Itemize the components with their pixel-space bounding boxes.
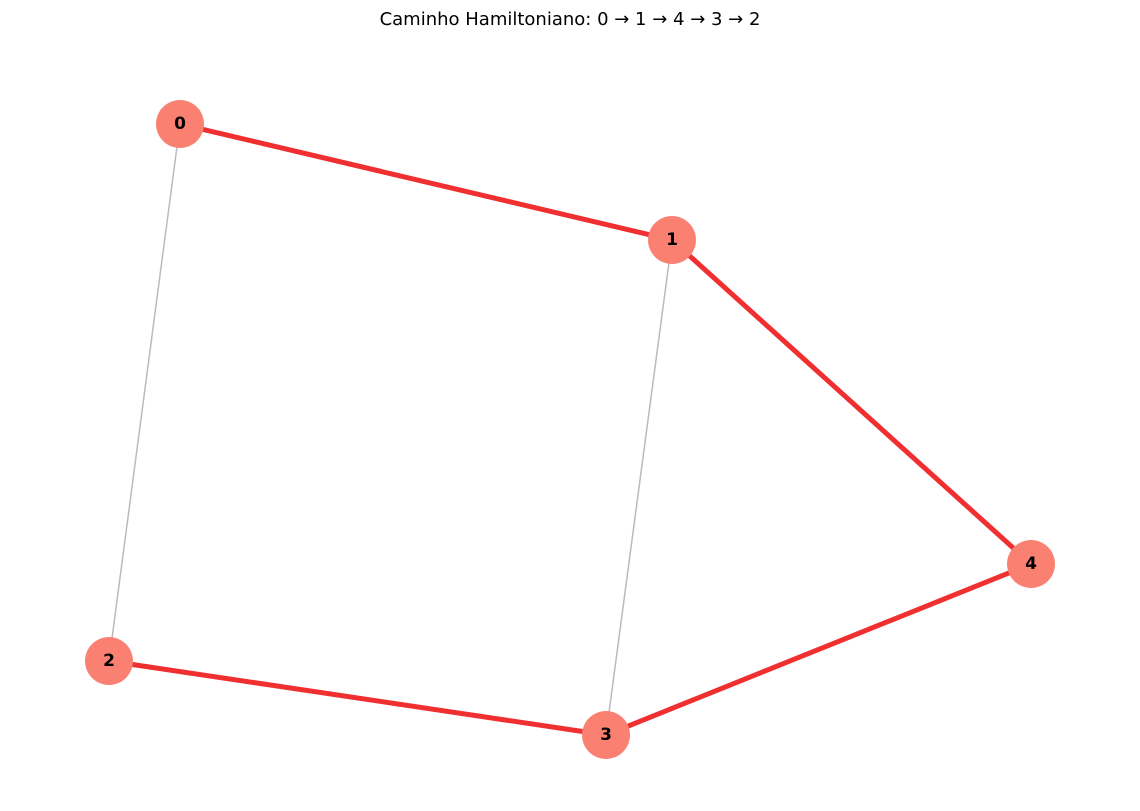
- node-label-0: 0: [174, 114, 186, 134]
- path-edge-0-1: [177, 121, 675, 243]
- node-circle-2: [85, 637, 133, 685]
- node-label-4: 4: [1025, 554, 1037, 574]
- node-4: 4: [1007, 540, 1055, 588]
- node-0: 0: [156, 100, 204, 148]
- node-2: 2: [85, 637, 133, 685]
- path-edge-4-3: [603, 561, 1034, 738]
- node-label-2: 2: [103, 651, 115, 671]
- node-3: 3: [582, 711, 630, 759]
- edges-layer: [106, 121, 1034, 738]
- path-edge-3-2: [106, 658, 609, 738]
- node-circle-1: [648, 216, 696, 264]
- diagram-title: Caminho Hamiltoniano: 0 → 1 → 4 → 3 → 2: [379, 9, 761, 30]
- node-circle-3: [582, 711, 630, 759]
- edge-0-2: [108, 123, 181, 662]
- nodes-layer: 0 1 2 3 4: [85, 100, 1055, 759]
- node-circle-0: [156, 100, 204, 148]
- path-edge-1-4: [669, 237, 1034, 567]
- edge-1-3: [605, 239, 673, 736]
- node-circle-4: [1007, 540, 1055, 588]
- node-1: 1: [648, 216, 696, 264]
- node-label-1: 1: [666, 230, 678, 250]
- node-label-3: 3: [600, 725, 612, 745]
